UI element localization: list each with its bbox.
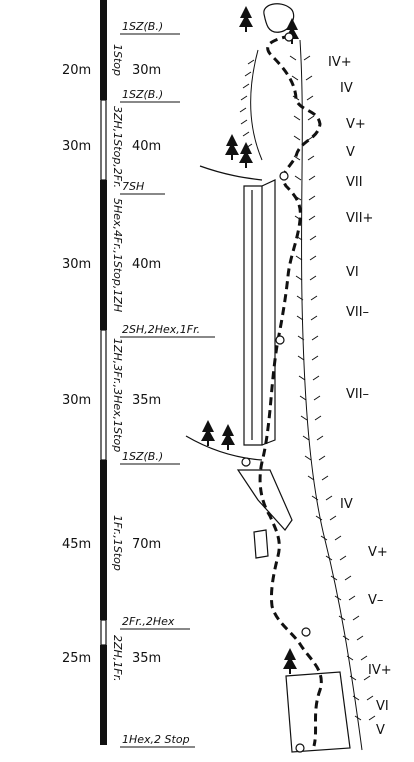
pitch-height: 30m [62,139,91,154]
dihedral-pillar [243,179,276,446]
grade: IV [340,497,353,512]
grade: V– [368,593,383,608]
grade: VI [376,699,389,714]
pitch-gear: 1ZH,3Fr.,3Hex,1Stop [111,338,124,452]
station-label: 1SZ(B.) [122,88,163,101]
pitch-length: 70m [132,537,161,552]
grade: V [346,145,355,160]
pitch-gear: 1Fr.,1Stop [111,515,124,571]
pitch-height: 25m [62,651,91,666]
station-label: 2SH,2Hex,1Fr. [122,323,200,336]
station-labels: 1SZ(B.) 1SZ(B.) 7SH 2SH,2Hex,1Fr. 1SZ(B.… [120,20,215,748]
station-label: 2Fr.,2Hex [122,615,175,628]
station-label: 1SZ(B.) [122,20,163,33]
pitch-gear: 1Stop [111,44,124,76]
pitch-length: 30m [132,63,161,78]
station-label: 1SZ(B.) [122,450,163,463]
grade: V+ [368,545,388,560]
ledges [185,165,263,461]
grade: V+ [346,117,366,132]
pitch-gear: 3ZH,1Stop,2Fr. [111,106,124,188]
cliff-edge-hatching [289,39,376,751]
grade: IV [340,81,353,96]
grade: VI [346,265,359,280]
tree-icons [201,6,299,674]
grade: IV+ [368,663,392,678]
grade: IV+ [328,55,352,70]
grade: VII– [346,387,369,402]
grade: VII [346,175,363,190]
pitch-length: 40m [132,257,161,272]
pitch-length: 35m [132,651,161,666]
station-label: 7SH [122,180,144,193]
pitch-length: 35m [132,393,161,408]
station-label: 1Hex,2 Stop [122,733,190,746]
pitch-gear: 2ZH,1Fr. [111,635,124,682]
rock-edge-hatching [239,49,263,161]
grade: V [376,723,385,738]
pitch-gear: 5Hex,4Fr.,1Stop,1ZH [111,198,124,312]
pitch-length: 40m [132,139,161,154]
belay-station-icons [241,32,311,753]
grade: VII– [346,305,369,320]
grade: VII+ [346,211,373,226]
route-line [258,34,323,747]
scale-bar [100,0,107,745]
summit-boulder [263,3,295,33]
pitch-height: 30m [62,393,91,408]
pitch-height: 20m [62,63,91,78]
pitch-height: 30m [62,257,91,272]
lower-slabs [236,469,351,753]
pitch-height: 45m [62,537,91,552]
